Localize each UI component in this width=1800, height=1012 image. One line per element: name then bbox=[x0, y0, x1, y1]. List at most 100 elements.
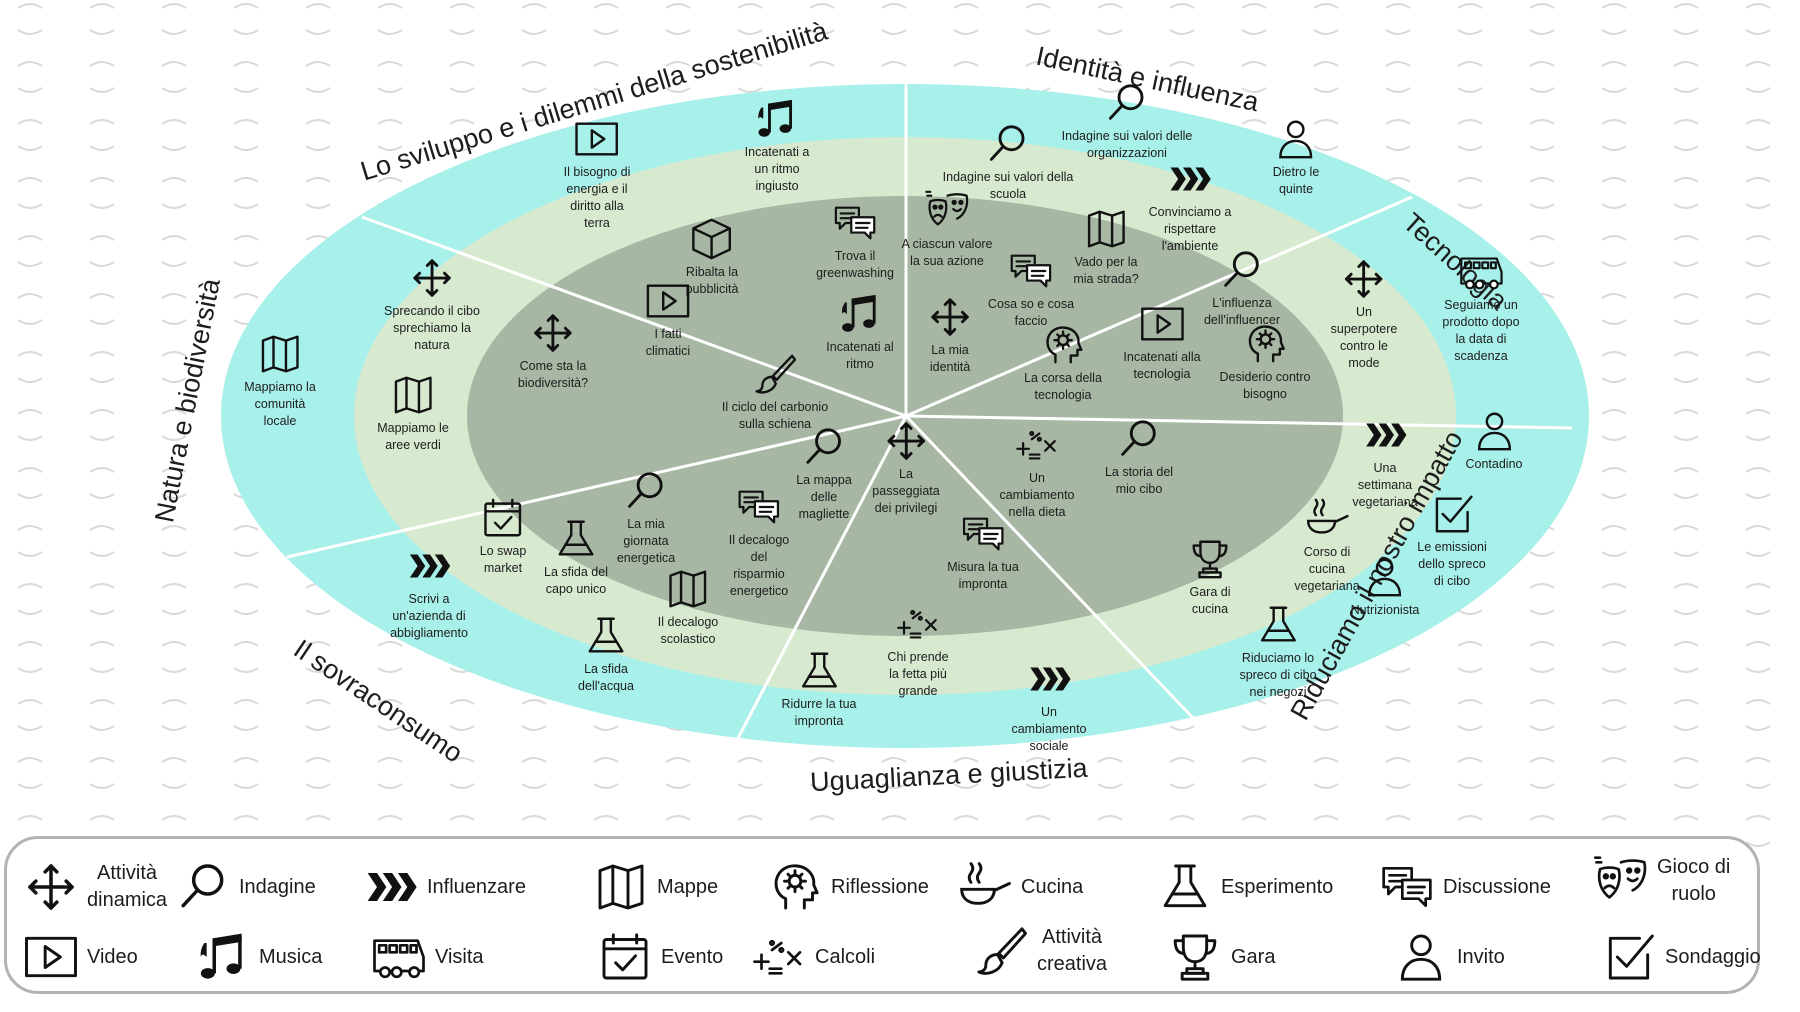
brush-icon bbox=[752, 351, 798, 397]
legend-label: Indagine bbox=[239, 875, 316, 898]
move-icon bbox=[927, 294, 973, 340]
calc-icon bbox=[1014, 422, 1060, 468]
bus-icon bbox=[373, 939, 425, 979]
chevrons-icon bbox=[1170, 167, 1212, 191]
box-icon bbox=[692, 218, 732, 260]
legend-item: Cucina bbox=[957, 859, 1083, 915]
legend-label: Invito bbox=[1457, 945, 1505, 968]
pan-icon bbox=[1304, 496, 1350, 542]
discussion-icon bbox=[1010, 254, 1052, 288]
calendar-icon bbox=[484, 498, 522, 537]
magnifier-icon bbox=[1121, 420, 1156, 456]
masks-icon bbox=[924, 190, 968, 226]
magnifier-icon bbox=[806, 428, 841, 464]
masks-icon bbox=[1593, 856, 1647, 900]
brush-icon bbox=[755, 354, 797, 394]
person-icon bbox=[1477, 412, 1511, 451]
move-icon bbox=[1341, 256, 1387, 302]
legend-label: Calcoli bbox=[815, 945, 876, 968]
map-icon bbox=[665, 566, 711, 612]
discussion-icon bbox=[736, 484, 782, 530]
legend-label: Cucina bbox=[1021, 875, 1084, 898]
pan-icon bbox=[960, 862, 1011, 905]
map-icon bbox=[598, 864, 644, 910]
move-icon bbox=[23, 859, 79, 915]
video-icon bbox=[1140, 307, 1184, 341]
calendar-icon bbox=[602, 933, 648, 980]
magnifier-icon bbox=[623, 468, 669, 514]
move-icon bbox=[887, 422, 925, 460]
divider-line bbox=[905, 195, 1413, 418]
move-icon bbox=[413, 259, 451, 297]
bus-icon bbox=[1458, 249, 1504, 295]
person-icon bbox=[1400, 934, 1442, 981]
checkbox-icon bbox=[1601, 929, 1657, 985]
flask-icon bbox=[801, 652, 837, 688]
calc-icon bbox=[753, 939, 802, 975]
magnifier-icon bbox=[181, 864, 224, 908]
divider-line bbox=[733, 415, 908, 745]
calc-icon bbox=[751, 929, 807, 985]
legend-item: Discussione bbox=[1379, 859, 1551, 915]
magnifier-icon bbox=[990, 125, 1025, 161]
checkbox-icon bbox=[1429, 491, 1475, 537]
legend-item: Sondaggio bbox=[1601, 929, 1761, 985]
activity-item: Contadino bbox=[1466, 408, 1523, 473]
head-gear-icon bbox=[774, 864, 819, 910]
masks-icon bbox=[1593, 853, 1649, 909]
calc-icon bbox=[896, 609, 937, 639]
music-icon bbox=[200, 933, 242, 979]
map-icon bbox=[394, 376, 432, 414]
flask-icon bbox=[588, 617, 624, 653]
move-icon bbox=[534, 314, 572, 352]
map-icon bbox=[1083, 206, 1129, 252]
divider-line bbox=[904, 414, 1195, 720]
magnifier-icon bbox=[1219, 247, 1265, 293]
chevrons-icon bbox=[367, 873, 417, 901]
brush-icon bbox=[977, 927, 1027, 975]
discussion-icon bbox=[1379, 859, 1435, 915]
video-icon bbox=[646, 284, 690, 318]
move-icon bbox=[931, 298, 969, 336]
person-icon bbox=[1362, 554, 1408, 600]
calc-icon bbox=[1015, 430, 1056, 460]
video-icon bbox=[23, 929, 79, 985]
legend-item: Influenzare bbox=[363, 859, 526, 915]
map-icon bbox=[261, 335, 299, 373]
person-icon bbox=[1279, 120, 1313, 159]
magnifier-icon bbox=[1224, 251, 1259, 287]
divider-line bbox=[361, 215, 907, 418]
brush-icon bbox=[973, 923, 1029, 979]
video-icon bbox=[1139, 301, 1185, 347]
